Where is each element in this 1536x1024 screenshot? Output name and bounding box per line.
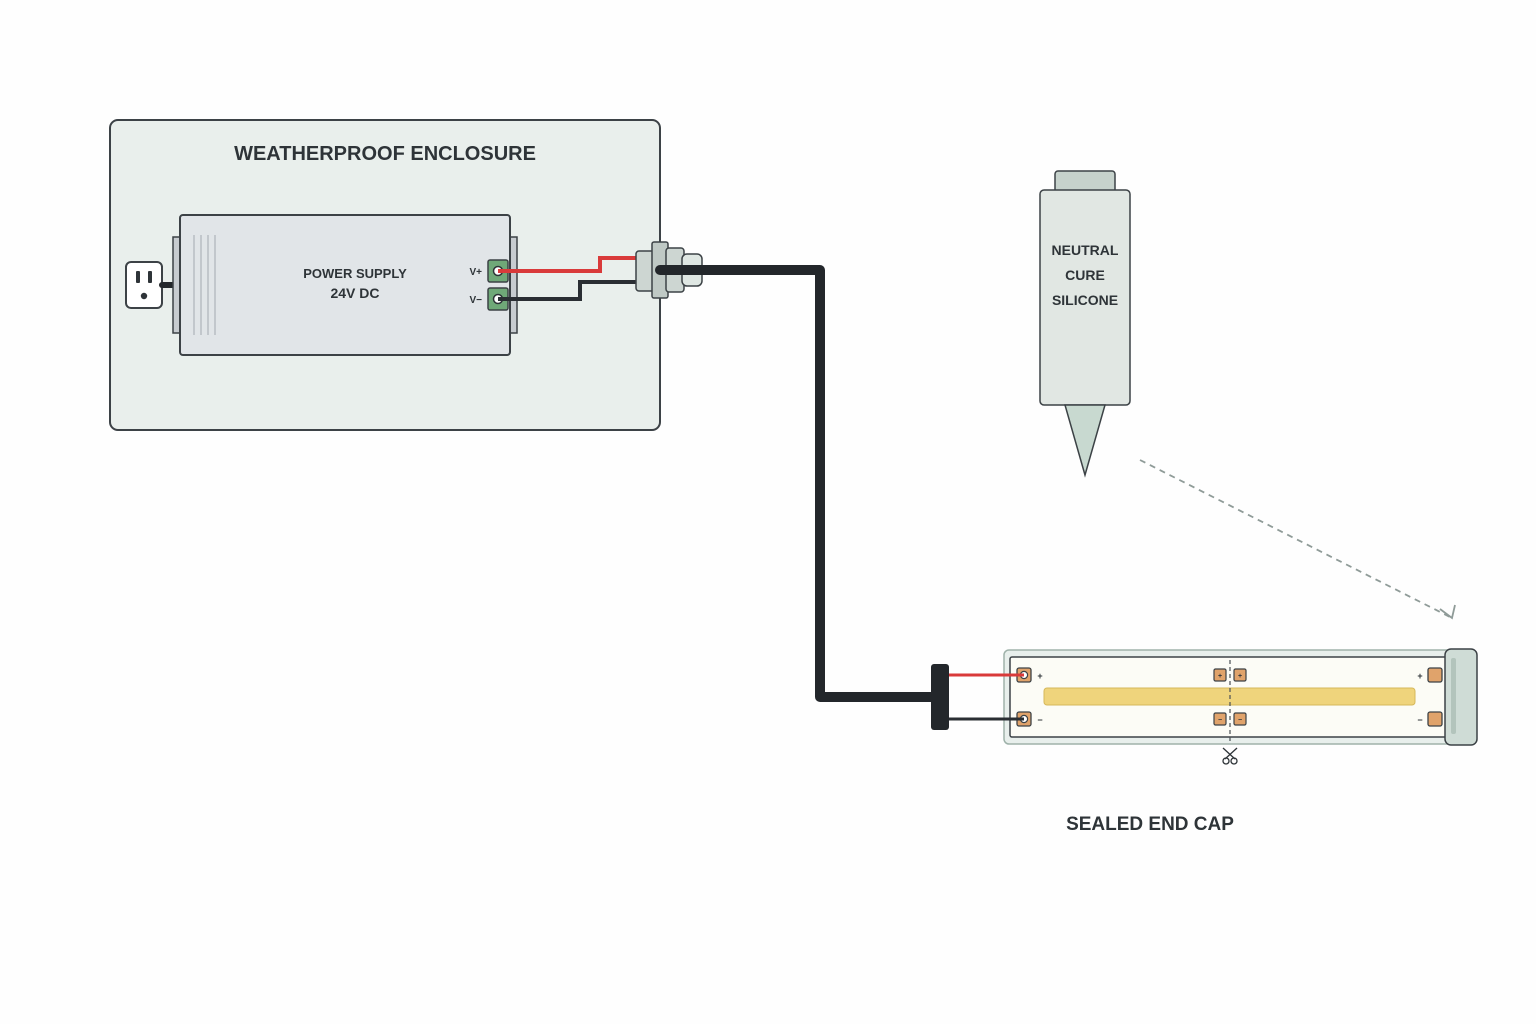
cable-connector-boot [931,664,949,730]
cut-pad-mark-plus-left: + [1218,673,1222,680]
psu-label-line2: 24V DC [330,285,379,301]
silicone-tube: NEUTRAL CURE SILICONE [1039,170,1131,478]
psu-vent-lines [193,235,216,335]
cut-pad-left-positive [1213,668,1227,682]
end-cap-label: SEALED END CAP [1066,814,1234,835]
cut-pad-right-negative [1233,712,1247,726]
wire-negative-internal [498,280,660,301]
guide-arrow [1139,459,1456,620]
cut-pad-right-positive [1233,668,1247,682]
cut-pad-mark-minus-left: − [1218,717,1222,724]
silicone-label-line2: CURE [1065,267,1105,283]
main-cable [655,265,945,702]
psu-label-line1: POWER SUPPLY [303,266,407,281]
psu-body [179,214,511,356]
scissors-icon [1222,747,1238,765]
cut-pad-left-negative [1213,712,1227,726]
strip-mark-minus-end: − [1417,715,1422,725]
wire-positive-internal [498,256,660,273]
power-supply: POWER SUPPLY 24V DC V+ V− [172,214,518,356]
enclosure-title: WEATHERPROOF ENCLOSURE [234,143,536,165]
strip-mark-plus-end: + [1417,671,1422,681]
end-cap-highlight [1451,658,1456,734]
silicone-tube-nozzle [1064,404,1106,478]
silicone-label-line1: NEUTRAL [1052,242,1119,258]
sealed-end-cap [1444,648,1478,746]
strip-mark-minus-start: − [1037,715,1042,725]
wall-outlet-icon [125,261,163,309]
terminal-label-positive: V+ [469,267,482,278]
silicone-label-line3: SILICONE [1052,292,1118,308]
strip-end-pad-negative [1427,711,1443,727]
terminal-label-negative: V− [469,295,482,306]
cut-pad-mark-plus-right: + [1238,673,1242,680]
strip-end-pad-positive [1427,667,1443,683]
led-strip: + − + + − − + − [1003,648,1478,746]
strip-mark-plus-start: + [1037,671,1042,681]
cut-pad-mark-minus-right: − [1238,717,1242,724]
